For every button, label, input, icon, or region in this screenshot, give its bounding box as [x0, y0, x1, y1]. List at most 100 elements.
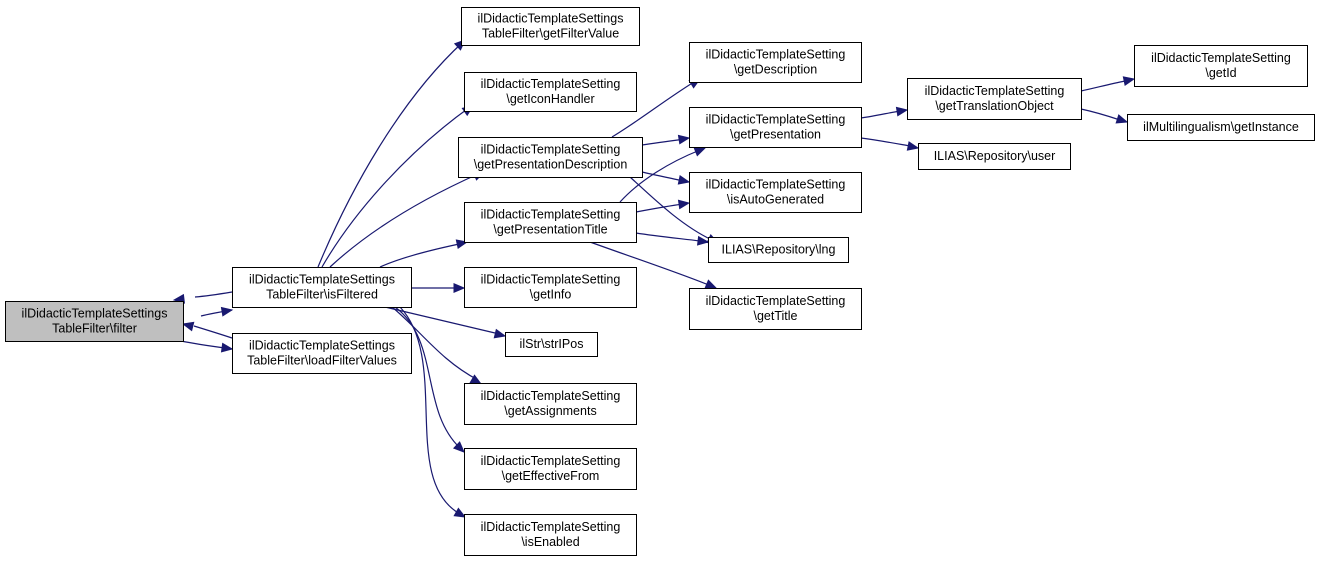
- arrowhead: [895, 106, 909, 117]
- node-label-line: \isEnabled: [521, 535, 579, 549]
- node-label-line: \getAssignments: [504, 404, 596, 418]
- edge-line: [629, 176, 713, 241]
- node-get-description[interactable]: ilDidacticTemplateSetting\getDescription: [689, 42, 862, 83]
- edge-line: [391, 306, 479, 381]
- node-get-translation-object[interactable]: ilDidacticTemplateSetting\getTranslation…: [907, 78, 1082, 120]
- node-get-filter-value[interactable]: ilDidacticTemplateSettingsTableFilter\ge…: [461, 7, 640, 46]
- node-label-line: \getEffectiveFrom: [502, 469, 600, 483]
- arrowhead: [181, 321, 195, 332]
- node-repository-user[interactable]: ILIAS\Repository\user: [918, 143, 1071, 170]
- edge-line: [641, 138, 686, 146]
- edge-line: [860, 110, 901, 119]
- node-label-line: ilDidacticTemplateSetting: [706, 294, 846, 308]
- node-load-filter-values[interactable]: ilDidacticTemplateSettingsTableFilter\lo…: [232, 333, 412, 374]
- edge-line: [399, 306, 461, 515]
- node-label-line: TableFilter\loadFilterValues: [247, 354, 397, 368]
- node-label-line: ilDidacticTemplateSetting: [481, 77, 621, 91]
- node-filter[interactable]: ilDidacticTemplateSettingsTableFilter\fi…: [5, 301, 184, 342]
- node-label-line: ilDidacticTemplateSetting: [706, 48, 846, 62]
- edge-get-presentation-title-to-repository-lng: [635, 232, 710, 246]
- arrowhead: [220, 342, 234, 353]
- node-repository-lng[interactable]: ILIAS\Repository\lng: [708, 237, 849, 263]
- node-get-id[interactable]: ilDidacticTemplateSetting\getId: [1134, 45, 1308, 87]
- edge-get-translation-object-to-get-id: [1080, 76, 1136, 92]
- edge-line: [860, 137, 911, 147]
- node-box: [689, 42, 862, 83]
- node-label-line: ilDidacticTemplateSetting: [481, 208, 621, 222]
- edges-layer: [172, 39, 1136, 518]
- edge-filter-to-load-filter-values: [180, 340, 234, 353]
- edge-line: [589, 241, 712, 287]
- node-label-line: ilDidacticTemplateSetting: [706, 178, 846, 192]
- edge-line: [635, 203, 684, 213]
- edge-is-filtered-to-get-filter-value: [317, 39, 466, 268]
- node-get-title[interactable]: ilDidacticTemplateSetting\getTitle: [689, 288, 862, 330]
- arrowhead: [677, 199, 691, 210]
- node-box: [5, 301, 184, 342]
- node-str-ipos[interactable]: ilStr\strIPos: [505, 332, 598, 357]
- node-label-line: \getId: [1205, 66, 1236, 80]
- arrowhead: [452, 441, 465, 453]
- edge-line: [394, 306, 461, 449]
- edge-is-filtered-to-get-presentation-description: [329, 171, 486, 268]
- edge-line: [194, 291, 233, 298]
- node-get-icon-handler[interactable]: ilDidacticTemplateSetting\getIconHandler: [464, 72, 637, 112]
- node-label-line: \getTranslationObject: [935, 99, 1054, 113]
- edge-line: [379, 242, 465, 268]
- edge-is-filtered-to-is-enabled: [399, 306, 467, 518]
- node-is-filtered[interactable]: ilDidacticTemplateSettingsTableFilter\is…: [232, 267, 412, 308]
- edge-get-presentation-description-to-get-presentation: [641, 134, 691, 146]
- node-box: [464, 448, 637, 490]
- arrowhead: [696, 235, 710, 246]
- nodes-layer: ilDidacticTemplateSettingsTableFilter\fi…: [5, 7, 1315, 556]
- edge-is-filtered-to-get-info: [411, 283, 466, 293]
- edge-line: [321, 106, 471, 268]
- edge-line: [193, 325, 233, 339]
- node-box: [1134, 45, 1308, 87]
- node-label-line: TableFilter\getFilterValue: [482, 27, 619, 41]
- node-box: [458, 137, 643, 178]
- node-label-line: \getInfo: [530, 288, 572, 302]
- node-box: [708, 237, 849, 263]
- edge-line: [619, 149, 701, 203]
- arrowhead: [1115, 114, 1129, 124]
- node-get-effective-from[interactable]: ilDidacticTemplateSetting\getEffectiveFr…: [464, 448, 637, 490]
- node-get-info[interactable]: ilDidacticTemplateSetting\getInfo: [464, 267, 637, 308]
- node-box: [464, 202, 637, 243]
- node-label-line: ILIAS\Repository\user: [934, 149, 1056, 163]
- edge-is-filtered-to-get-effective-from: [394, 306, 465, 453]
- node-box: [918, 143, 1071, 170]
- node-get-presentation-title[interactable]: ilDidacticTemplateSetting\getPresentatio…: [464, 202, 637, 243]
- node-box: [689, 172, 862, 213]
- edge-get-translation-object-to-multilingualism-get-instance: [1080, 108, 1129, 124]
- node-box: [464, 267, 637, 308]
- node-label-line: ilDidacticTemplateSetting: [1151, 51, 1291, 65]
- node-label-line: ilDidacticTemplateSetting: [925, 84, 1065, 98]
- node-label-line: ilDidacticTemplateSettings: [478, 12, 624, 26]
- node-label-line: ilDidacticTemplateSettings: [22, 307, 168, 321]
- node-is-auto-generated[interactable]: ilDidacticTemplateSetting\isAutoGenerate…: [689, 172, 862, 213]
- node-is-enabled[interactable]: ilDidacticTemplateSetting\isEnabled: [464, 514, 637, 556]
- node-multilingualism-get-instance[interactable]: ilMultilingualism\getInstance: [1127, 114, 1315, 141]
- arrowhead: [906, 141, 920, 151]
- node-box: [505, 332, 598, 357]
- edge-get-presentation-to-get-translation-object: [860, 106, 909, 119]
- edge-line: [635, 232, 701, 242]
- edge-get-presentation-description-to-is-auto-generated: [641, 171, 691, 185]
- node-box: [464, 72, 637, 112]
- node-box: [689, 107, 862, 148]
- edge-filter-to-is-filtered: [200, 306, 234, 317]
- node-label-line: \getIconHandler: [506, 92, 594, 106]
- node-get-presentation[interactable]: ilDidacticTemplateSetting\getPresentatio…: [689, 107, 862, 148]
- edge-line: [641, 171, 684, 182]
- node-get-presentation-description[interactable]: ilDidacticTemplateSetting\getPresentatio…: [458, 137, 643, 178]
- arrowhead: [220, 306, 234, 317]
- node-label-line: ilDidacticTemplateSettings: [249, 273, 395, 287]
- node-label-line: ILIAS\Repository\lng: [722, 243, 836, 257]
- node-get-assignments[interactable]: ilDidacticTemplateSetting\getAssignments: [464, 383, 637, 425]
- edge-is-filtered-to-str-ipos: [384, 306, 507, 339]
- arrowhead: [453, 283, 466, 293]
- node-label-line: \getPresentationDescription: [474, 158, 628, 172]
- node-label-line: ilDidacticTemplateSetting: [481, 273, 621, 287]
